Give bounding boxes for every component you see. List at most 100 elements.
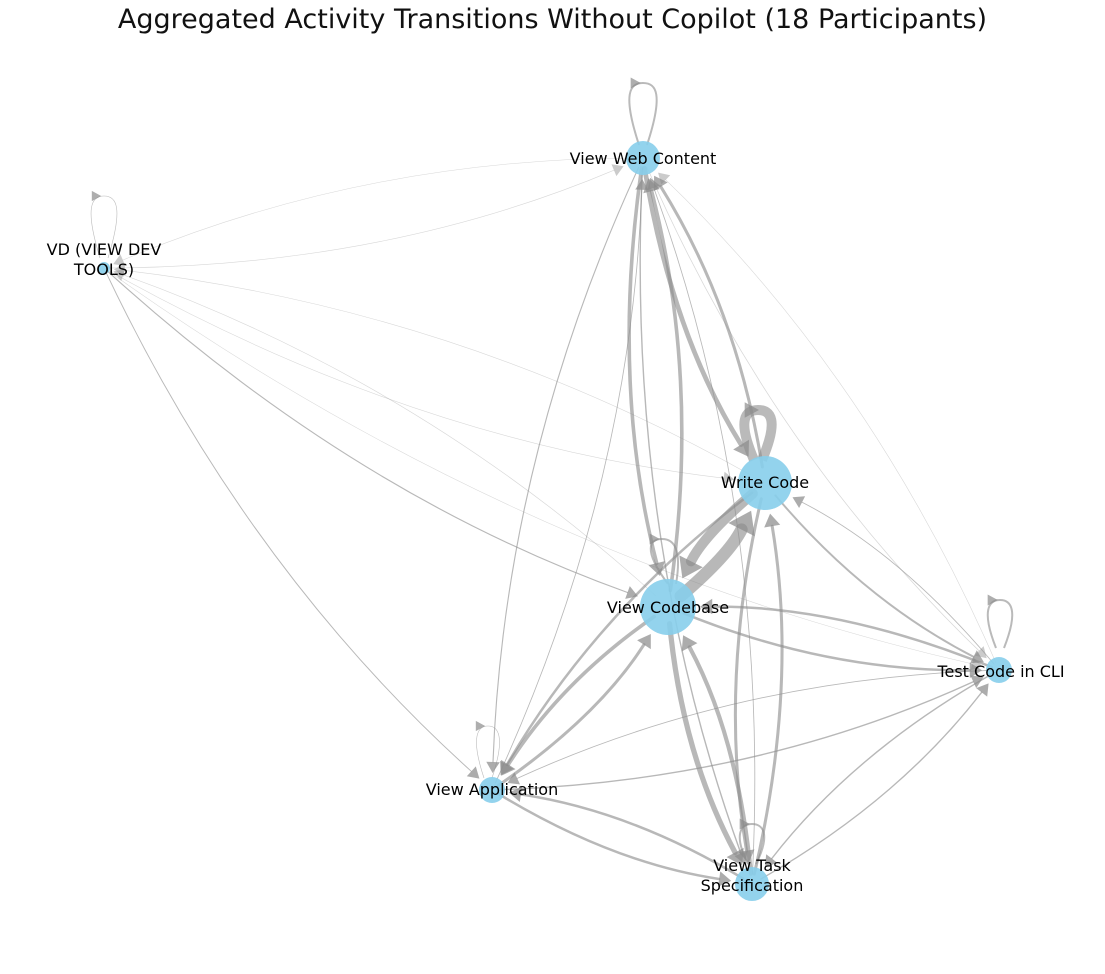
edge-task-to-codebase (687, 645, 754, 876)
self-loop-arrowhead-write (744, 402, 759, 418)
self-loop-arrowhead-codebase (649, 533, 660, 545)
node-cli (986, 657, 1012, 683)
node-label-web: View Web Content (570, 149, 717, 168)
arrowhead-write-to-vd (113, 264, 126, 277)
edge-web-to-app (492, 166, 640, 763)
arrowhead-task-to-codebase (681, 635, 698, 652)
arrowhead-vd-to-cli (970, 657, 983, 671)
edge-layer (105, 157, 997, 887)
self-loop-codebase (649, 537, 680, 585)
node-label-line: View Web Content (570, 149, 717, 168)
edge-vd-to-web (107, 169, 615, 269)
arrowhead-cli-to-task (764, 854, 778, 868)
self-loop-cli (986, 598, 1014, 649)
edge-web-to-codebase (627, 166, 659, 565)
arrowhead-cli-to-web (658, 172, 671, 185)
arrowhead-web-to-cli (974, 646, 987, 659)
node-label-line: Write Code (721, 473, 809, 492)
arrowhead-vd-to-codebase (625, 586, 638, 599)
edge-app-to-cli (499, 681, 974, 791)
node-task (735, 867, 769, 901)
edge-vd-to-codebase (106, 269, 629, 594)
edge-codebase-to-app (506, 614, 656, 767)
edge-codebase-to-task (666, 621, 738, 856)
edge-vd-to-app (105, 270, 472, 772)
arrowhead-codebase-to-write (728, 510, 755, 537)
edge-cli-to-write (801, 501, 995, 665)
edge-vd-to-cli (106, 269, 973, 665)
self-loop-arrowhead-cli (987, 594, 998, 606)
self-loop-arrowhead-web (630, 77, 641, 89)
node-label-line: View Application (426, 780, 558, 799)
node-codebase (640, 579, 696, 635)
node-vd (98, 262, 110, 274)
edge-cli-to-task (771, 673, 993, 860)
edge-app-to-task (497, 792, 721, 881)
self-loop-vd (90, 195, 118, 259)
edge-task-to-write (752, 524, 784, 876)
edge-write-to-web (659, 185, 764, 469)
arrowhead-task-to-write (764, 513, 781, 528)
arrowhead-codebase-to-cli (969, 662, 982, 678)
arrowhead-vd-to-web (611, 164, 624, 177)
edge-write-to-vd (124, 270, 752, 476)
edge-task-to-cli (760, 691, 983, 880)
node-label-line: TOOLS) (73, 260, 134, 279)
node-label-line: View Task (713, 856, 791, 875)
arrowhead-write-to-codebase (679, 555, 703, 579)
node-layer (98, 141, 1012, 901)
arrowhead-web-to-app (486, 761, 500, 773)
edge-codebase-to-cli (682, 612, 972, 672)
edge-write-to-codebase (685, 488, 758, 567)
edge-codebase-to-web (649, 189, 684, 593)
arrowhead-web-to-vd (113, 254, 126, 266)
arrowhead-vd-to-app (466, 766, 480, 779)
node-label-app: View Application (426, 780, 558, 799)
arrowhead-app-to-codebase (637, 634, 651, 650)
self-loop-web (628, 81, 658, 146)
node-label-line: View Codebase (607, 598, 729, 617)
arrowhead-cli-to-app (507, 772, 520, 785)
edge-cli-to-codebase (710, 605, 994, 669)
edge-task-to-web (653, 187, 756, 875)
node-label-line: Test Code in CLI (936, 662, 1064, 681)
node-label-write: Write Code (721, 473, 809, 492)
arrowhead-task-to-app (508, 786, 523, 802)
edge-write-to-app (505, 491, 754, 767)
arrowhead-task-to-cli (976, 683, 989, 697)
node-write (738, 456, 792, 510)
node-label-codebase: View Codebase (607, 598, 729, 617)
self-loop-arrowhead-app (475, 720, 486, 732)
edge-task-to-app (519, 793, 745, 880)
node-app (479, 777, 505, 803)
arrowhead-app-to-web (635, 179, 649, 190)
self-loop-arrowhead-vd (91, 190, 102, 202)
edge-write-to-cli (774, 494, 975, 658)
self-loop-arrowhead-task (739, 818, 750, 830)
arrowhead-vd-to-write (723, 471, 735, 485)
edge-codebase-to-vd (123, 274, 656, 597)
edge-vd-to-write (106, 269, 725, 479)
arrowhead-app-to-cli (970, 675, 984, 689)
edge-app-to-web (494, 189, 643, 784)
arrowhead-codebase-to-vd (113, 268, 126, 281)
arrowhead-cli-to-codebase (700, 598, 713, 615)
self-loop-layer (90, 77, 1014, 865)
edge-web-to-write (642, 165, 744, 447)
edge-app-to-codebase (496, 643, 646, 788)
edge-web-to-task (639, 167, 742, 855)
node-web (626, 141, 660, 175)
node-label-line: VD (VIEW DEV (47, 240, 162, 259)
edge-cli-to-web (665, 179, 997, 664)
arrowhead-task-to-web (647, 177, 660, 191)
node-label-cli: Test Code in CLI (936, 662, 1064, 681)
self-loop-app (476, 725, 500, 779)
node-label-line: Specification (701, 876, 804, 895)
edge-web-to-vd (122, 157, 634, 261)
edge-web-to-cli (646, 167, 980, 652)
self-loop-task (738, 822, 766, 865)
